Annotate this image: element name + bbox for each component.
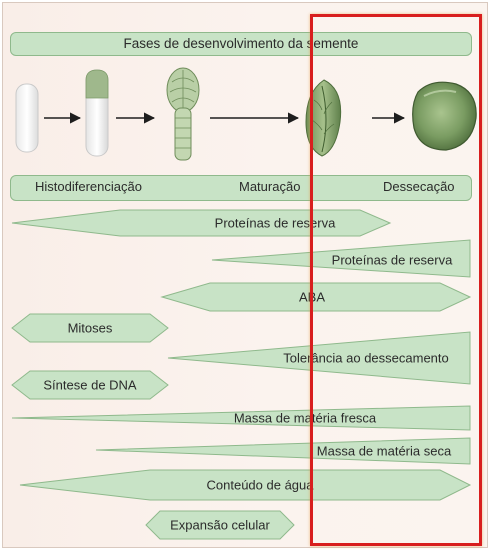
band-label: Mitoses <box>68 321 113 336</box>
band-conteudo-de-agua: Conteúdo de água <box>20 470 470 500</box>
band-label: Massa de matéria seca <box>317 444 452 459</box>
band-aba: ABA <box>162 283 470 311</box>
band-massa-de-materia-seca: Massa de matéria seca <box>96 438 470 464</box>
embryo-stage-1-icon <box>16 84 38 152</box>
band-label: Tolerância ao dessecamento <box>283 351 449 366</box>
band-tolerancia-ao-dessecamento: Tolerância ao dessecamento <box>168 332 470 384</box>
band-label: Proteínas de reserva <box>215 216 336 231</box>
band-proteinas-de-reserva-1: Proteínas de reserva <box>12 210 390 236</box>
embryo-stage-2-icon <box>86 70 108 156</box>
embryo-stage-4-icon <box>306 80 341 156</box>
embryo-stage-3-icon <box>167 68 199 160</box>
band-proteinas-de-reserva-2: Proteínas de reserva <box>212 240 470 277</box>
band-label: Conteúdo de água <box>207 478 315 493</box>
band-label: Síntese de DNA <box>43 378 137 393</box>
band-sintese-de-dna: Síntese de DNA <box>12 371 168 399</box>
band-label: Proteínas de reserva <box>332 253 453 268</box>
band-label: ABA <box>299 290 325 305</box>
band-massa-de-materia-fresca: Massa de matéria fresca <box>12 406 470 430</box>
band-mitoses: Mitoses <box>12 314 168 342</box>
band-label: Massa de matéria fresca <box>234 411 377 426</box>
band-expansao-celular: Expansão celular <box>146 511 294 539</box>
seed-icon <box>413 82 477 150</box>
band-label: Expansão celular <box>170 518 270 533</box>
